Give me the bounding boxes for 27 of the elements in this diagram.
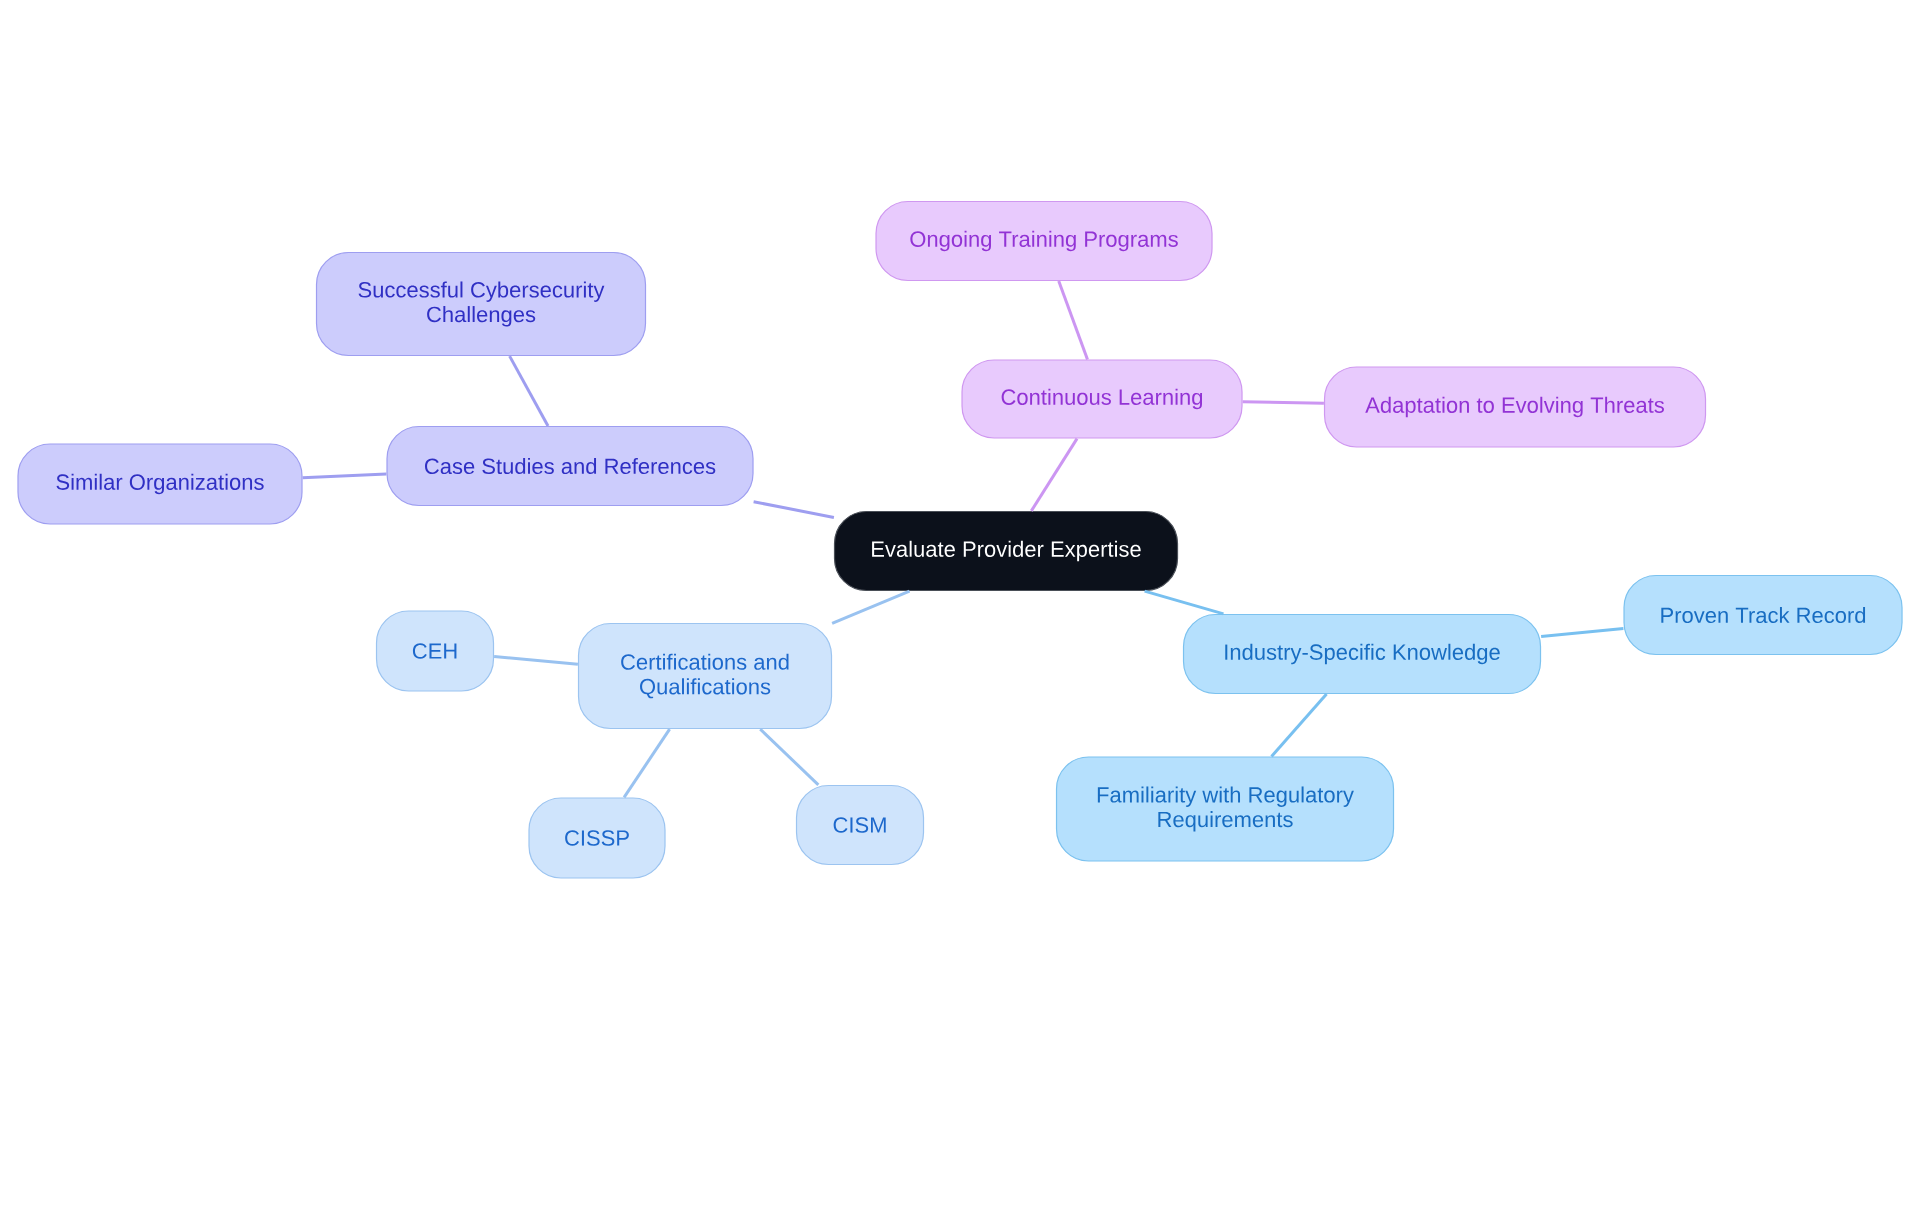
connector-line — [1242, 400, 1324, 405]
connector-line — [1540, 627, 1624, 639]
topic-box: CEH — [375, 610, 495, 692]
connector-line — [302, 472, 387, 480]
connector-line — [1144, 589, 1224, 616]
topic-box: Industry-Specific Knowledge — [1182, 613, 1542, 695]
connector-line — [831, 589, 911, 625]
topic-box: CISM — [795, 784, 925, 866]
topic-box: Continuous Learning — [961, 359, 1243, 439]
connector-line — [1030, 437, 1079, 512]
connector-line — [508, 355, 550, 427]
topic-box: CISSP — [528, 797, 666, 879]
connector-line — [493, 655, 579, 666]
topic-box: Successful Cybersecurity Challenges — [315, 251, 647, 357]
connector-line — [1270, 693, 1328, 758]
topic-box: Certifications and Qualifications — [577, 622, 833, 730]
topic-box: Familiarity with Regulatory Requirements — [1055, 756, 1395, 862]
connector-line — [1057, 280, 1089, 360]
connector-line — [622, 728, 671, 799]
connector-line — [759, 728, 820, 786]
topic-box: Ongoing Training Programs — [875, 200, 1213, 282]
topic-box: Proven Track Record — [1623, 574, 1903, 656]
topic-box: Adaptation to Evolving Threats — [1323, 366, 1707, 448]
central-topic-box: Evaluate Provider Expertise — [833, 510, 1179, 592]
connector-line — [753, 500, 835, 519]
topic-box: Case Studies and References — [386, 425, 754, 507]
topic-box: Similar Organizations — [17, 443, 303, 525]
